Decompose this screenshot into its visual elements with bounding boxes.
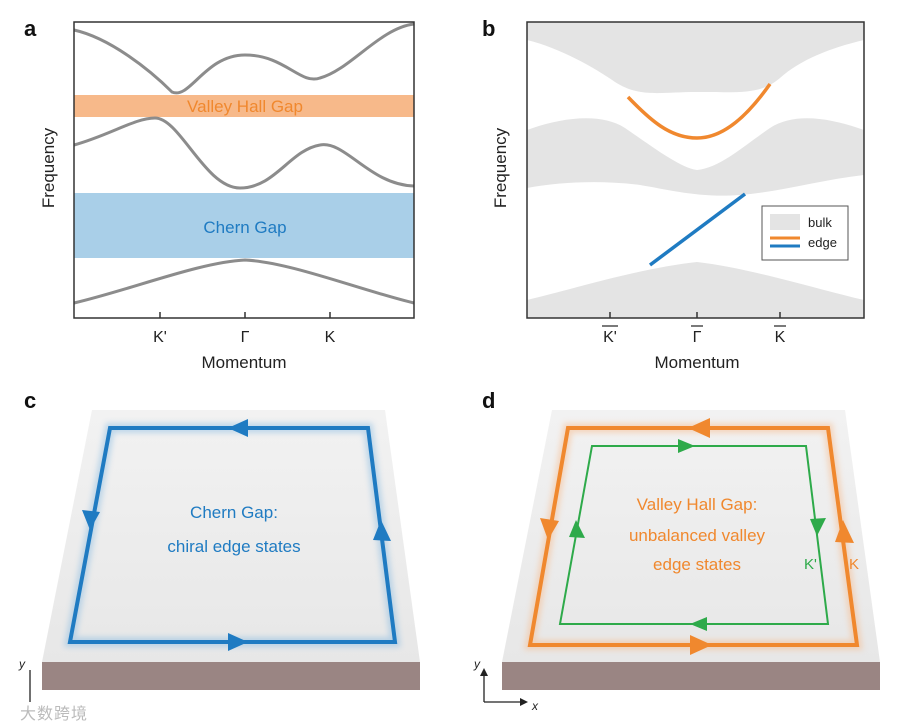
band-curve-upper: [73, 22, 415, 95]
valley-hall-gap-label: Valley Hall Gap: [187, 97, 303, 116]
edge-state-blue: [648, 192, 747, 267]
legend-bulk-swatch: [770, 214, 800, 230]
panel-a-xlabel: Momentum: [201, 353, 286, 372]
chern-gap-band: [74, 193, 414, 258]
panel-a-axes-box: [73, 21, 415, 319]
slab-side-c: [42, 662, 420, 690]
panel-c: c Chern Gap: chiral edge states y: [18, 388, 420, 702]
panel-b-tick-label-kprime: K': [603, 329, 617, 346]
arrow-icon: [810, 518, 826, 536]
panel-b-xlabel: Momentum: [654, 353, 739, 372]
arrow-icon: [228, 419, 248, 437]
panel-d-k-label: K: [849, 556, 859, 573]
arrow-icon: [835, 520, 854, 543]
arrow-icon: [690, 635, 712, 655]
panel-d-text-line3: edge states: [653, 555, 741, 574]
legend-bulk-label: bulk: [808, 215, 832, 230]
panel-a-tick-label-kprime: K': [153, 329, 167, 346]
valley-hall-gap-band: [74, 95, 414, 117]
panel-c-text-line2: chiral edge states: [167, 537, 300, 556]
arrow-icon: [690, 617, 707, 631]
chern-gap-label: Chern Gap: [203, 218, 286, 237]
panel-a-tick-label-gamma: Γ: [241, 329, 250, 346]
bulk-region-bottom: [527, 262, 864, 318]
panel-b-tick-label-gamma: Γ: [693, 329, 702, 346]
panel-a-tick-label-k: K: [325, 329, 336, 346]
panel-d: d Valley Hall Gap: unbalanced valley edg…: [473, 388, 880, 713]
slab-top-d: [502, 410, 880, 662]
panel-d-text-line2: unbalanced valley: [629, 526, 766, 545]
arrow-icon: [82, 510, 100, 530]
valley-edge-loop-kprime: [558, 445, 830, 625]
arrow-icon: [540, 518, 559, 540]
panel-b-letter: b: [482, 16, 495, 41]
arrow-icon: [569, 520, 585, 538]
arrow-icon: [688, 418, 710, 438]
panel-c-letter: c: [24, 388, 36, 413]
panel-b: b bulk edge K' Γ: [482, 16, 865, 372]
panel-d-letter: d: [482, 388, 495, 413]
panel-a: a Valley Hall Gap Chern Gap K' Γ K Momen…: [24, 16, 415, 372]
chiral-edge-loop: [67, 426, 398, 644]
arrow-icon: [678, 439, 695, 453]
band-curve-lower: [73, 258, 415, 305]
panel-c-axis-y: y: [18, 657, 26, 671]
valley-edge-loop-k: [527, 426, 860, 647]
panel-d-text-line1: Valley Hall Gap:: [637, 495, 758, 514]
panel-a-ylabel: Frequency: [39, 127, 58, 208]
panel-c-text-line1: Chern Gap:: [190, 503, 278, 522]
panel-a-letter: a: [24, 16, 37, 41]
panel-b-legend: bulk edge: [761, 205, 849, 261]
axis-x-arrow-icon: [520, 698, 528, 706]
slab-top-c: [42, 410, 420, 662]
panel-d-kprime-label: K': [804, 556, 817, 573]
axis-y-arrow-icon: [480, 668, 488, 676]
arrow-icon: [373, 520, 391, 541]
panel-d-axis-y: y: [473, 657, 481, 671]
bulk-region-top: [527, 22, 864, 94]
bulk-region-middle: [527, 118, 864, 196]
panel-d-axis-x: x: [531, 699, 539, 713]
watermark-text: 大数跨境: [20, 704, 89, 723]
legend-edge-label: edge: [808, 235, 837, 250]
edge-state-orange: [626, 82, 772, 140]
arrow-icon: [228, 633, 248, 651]
panel-b-axes-box: [526, 21, 865, 319]
panel-b-ylabel: Frequency: [491, 127, 510, 208]
band-curve-middle: [73, 116, 415, 190]
slab-side-d: [502, 662, 880, 690]
panel-b-tick-label-k: K: [775, 329, 786, 346]
